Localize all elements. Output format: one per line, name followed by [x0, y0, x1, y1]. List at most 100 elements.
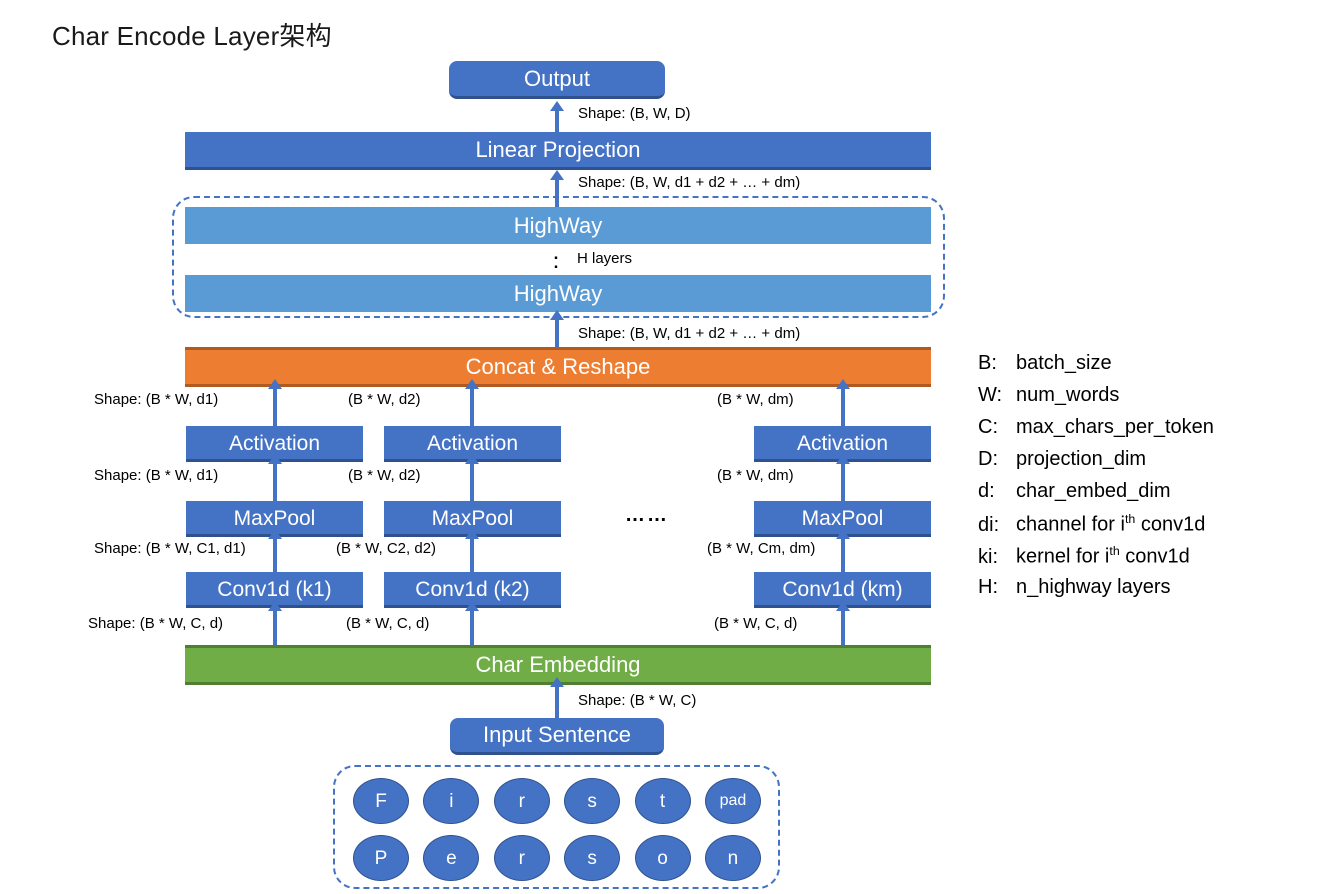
- char-token-o[interactable]: o: [634, 835, 691, 881]
- block-output[interactable]: Output: [449, 61, 665, 99]
- arrow-shaft-highway-to-linear: [555, 179, 559, 207]
- legend-value: batch_size: [1016, 352, 1112, 374]
- char-token-r[interactable]: r: [493, 778, 550, 824]
- arrow-shaft-conv2-to-maxpool2: [470, 538, 474, 572]
- legend-key: di:: [978, 513, 1000, 536]
- char-token-e[interactable]: e: [423, 835, 480, 881]
- arrow-shaft-activation2-to-concat: [470, 388, 474, 426]
- legend-value: char_embed_dim: [1016, 480, 1171, 502]
- arrow-shaft-conv1-to-maxpool1: [273, 538, 277, 572]
- block-input-sentence[interactable]: Input Sentence: [450, 718, 664, 755]
- block-linear-projection[interactable]: Linear Projection: [185, 132, 931, 170]
- block-maxpool-1[interactable]: MaxPool: [186, 501, 363, 537]
- block-activation-2[interactable]: Activation: [384, 426, 561, 462]
- arrow-shaft-convm-to-maxpoolm: [841, 538, 845, 572]
- arrow-head-convm-to-maxpoolm: [836, 529, 850, 539]
- arrow-head-embedding-to-conv1: [268, 601, 282, 611]
- arrow-head-maxpool2-to-activation2: [465, 454, 479, 464]
- arrow-shaft-activation1-to-concat: [273, 388, 277, 426]
- legend-key: H:: [978, 576, 998, 598]
- arrow-head-input-to-embedding: [550, 677, 564, 687]
- caption-col1-embed-out: Shape: (B * W, C, d): [88, 615, 224, 632]
- legend-key: ki:: [978, 545, 998, 568]
- legend-row-c: C: max_chars_per_token: [978, 416, 1318, 448]
- caption-output-shape: Shape: (B, W, D): [578, 105, 691, 122]
- char-token-s[interactable]: s: [564, 778, 621, 824]
- legend-key: D:: [978, 448, 998, 470]
- block-highway-bottom[interactable]: HighWay: [185, 275, 931, 312]
- arrow-head-conv2-to-maxpool2: [465, 529, 479, 539]
- arrow-shaft-embedding-to-convm: [841, 610, 845, 646]
- arrow-head-maxpool1-to-activation1: [268, 454, 282, 464]
- char-token-t[interactable]: t: [634, 778, 691, 824]
- arrow-head-activation2-to-concat: [465, 379, 479, 389]
- legend-value: n_highway layers: [1016, 576, 1171, 598]
- block-conv1d-m[interactable]: Conv1d (km): [754, 572, 931, 608]
- arrow-head-embedding-to-convm: [836, 601, 850, 611]
- arrow-head-highway-to-linear: [550, 170, 564, 180]
- arrow-shaft-embedding-to-conv2: [470, 610, 474, 646]
- char-token-n[interactable]: n: [704, 835, 761, 881]
- caption-colm-activation-out: (B * W, dm): [717, 391, 794, 408]
- caption-colm-maxpool-out: (B * W, dm): [717, 467, 794, 484]
- caption-col2-activation-out: (B * W, d2): [348, 391, 421, 408]
- caption-embedding-input-shape: Shape: (B * W, C): [578, 692, 697, 709]
- char-token-pad[interactable]: pad: [704, 778, 761, 824]
- char-grid-container: [333, 765, 780, 889]
- caption-highway-input-shape: Shape: (B, W, d1 + d2 + … + dm): [578, 325, 801, 342]
- legend-key: B:: [978, 352, 997, 374]
- arrow-head-activation1-to-concat: [268, 379, 282, 389]
- legend-row-d: D: projection_dim: [978, 448, 1318, 480]
- legend-key: W:: [978, 384, 1003, 406]
- char-token-r[interactable]: r: [493, 835, 550, 881]
- legend-key: d:: [978, 480, 995, 502]
- arrow-shaft-maxpool1-to-activation1: [273, 463, 277, 501]
- caption-linear-input-shape: Shape: (B, W, d1 + d2 + … + dm): [578, 174, 801, 191]
- caption-col1-conv-out: Shape: (B * W, C1, d1): [94, 540, 246, 557]
- legend-value: max_chars_per_token: [1016, 416, 1214, 438]
- block-highway-top[interactable]: HighWay: [185, 207, 931, 244]
- legend-row-di: di: channel for ith conv1d: [978, 512, 1318, 544]
- arrow-shaft-input-to-embedding: [555, 686, 559, 718]
- caption-colm-embed-out: (B * W, C, d): [714, 615, 798, 632]
- caption-col1-maxpool-out: Shape: (B * W, d1): [94, 467, 219, 484]
- legend-value: num_words: [1016, 384, 1120, 406]
- caption-highway-layers: H layers: [577, 250, 633, 267]
- legend-value: channel for ith conv1d: [1016, 512, 1206, 536]
- legend-key: C:: [978, 416, 998, 438]
- arrow-shaft-activationm-to-concat: [841, 388, 845, 426]
- block-concat-reshape[interactable]: Concat & Reshape: [185, 347, 931, 387]
- arrow-shaft-maxpool2-to-activation2: [470, 463, 474, 501]
- legend-row-w: W: num_words: [978, 384, 1318, 416]
- char-token-i[interactable]: i: [423, 778, 480, 824]
- arrow-head-concat-to-highway: [550, 310, 564, 320]
- arrow-head-linear-to-output: [550, 101, 564, 111]
- arrow-head-maxpoolm-to-activationm: [836, 454, 850, 464]
- legend-row-h: H: n_highway layers: [978, 576, 1318, 608]
- char-token-s[interactable]: s: [564, 835, 621, 881]
- arrow-shaft-maxpoolm-to-activationm: [841, 463, 845, 501]
- page-title: Char Encode Layer架构: [52, 21, 332, 51]
- columns-ellipsis-icon: ……: [625, 504, 669, 526]
- arrow-shaft-concat-to-highway: [555, 319, 559, 347]
- caption-col2-conv-out: (B * W, C2, d2): [336, 540, 437, 557]
- arrow-head-embedding-to-conv2: [465, 601, 479, 611]
- arrow-shaft-linear-to-output: [555, 110, 559, 132]
- arrow-shaft-embedding-to-conv1: [273, 610, 277, 646]
- highway-vertical-ellipsis-icon: ...: [553, 244, 559, 282]
- legend-row-ki: ki: kernel for ith conv1d: [978, 544, 1318, 576]
- legend-value: projection_dim: [1016, 448, 1147, 470]
- caption-col1-activation-out: Shape: (B * W, d1): [94, 391, 219, 408]
- caption-col2-embed-out: (B * W, C, d): [346, 615, 430, 632]
- char-token-P[interactable]: P: [353, 835, 409, 881]
- legend-row-b: B: batch_size: [978, 352, 1318, 384]
- legend-row-d: d: char_embed_dim: [978, 480, 1318, 512]
- caption-colm-conv-out: (B * W, Cm, dm): [707, 540, 816, 557]
- legend-value: kernel for ith conv1d: [1016, 544, 1190, 568]
- char-token-F[interactable]: F: [353, 778, 409, 824]
- caption-col2-maxpool-out: (B * W, d2): [348, 467, 421, 484]
